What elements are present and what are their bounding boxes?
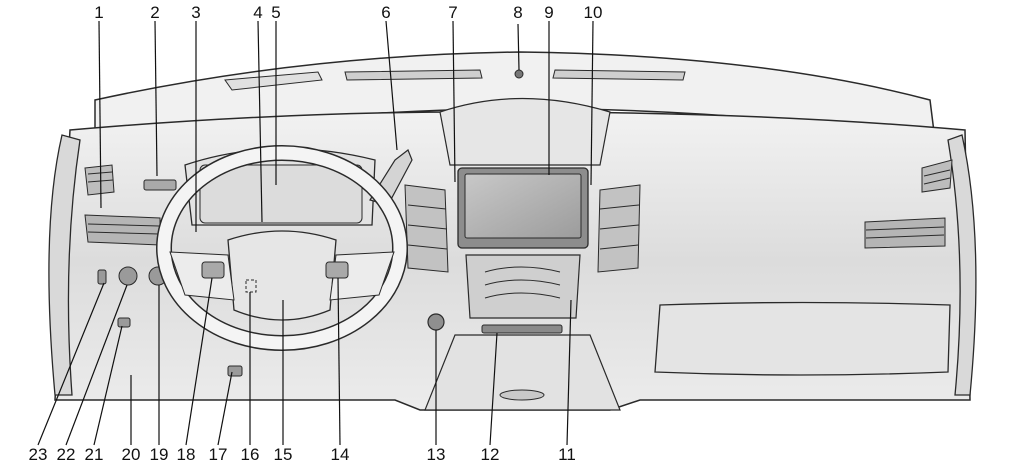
center-right-vent xyxy=(597,184,641,273)
callout-11: 11 xyxy=(558,445,576,464)
callout-leader-lines xyxy=(37,20,594,446)
callout-16: 16 xyxy=(241,445,260,464)
callout-15: 15 xyxy=(274,445,293,464)
driver-airbag-marker xyxy=(245,279,257,293)
climate-control-panel xyxy=(465,254,581,319)
left-dash-end xyxy=(48,134,81,396)
callout-13: 13 xyxy=(427,445,446,464)
callout-1: 1 xyxy=(94,3,103,22)
callout-23: 23 xyxy=(29,445,48,464)
right-center-vent xyxy=(864,217,946,249)
left-outer-vent xyxy=(84,164,115,196)
callout-3: 3 xyxy=(191,3,200,22)
headlamp-switch-panel xyxy=(143,179,177,191)
defrost-vents xyxy=(224,69,686,91)
callout-14: 14 xyxy=(331,445,350,464)
right-steering-controls xyxy=(325,261,349,279)
glove-box xyxy=(654,301,951,376)
callout-21: 21 xyxy=(85,445,104,464)
callout-5: 5 xyxy=(271,3,280,22)
callout-19: 19 xyxy=(150,445,169,464)
sunload-sensor xyxy=(514,69,524,79)
callout-4: 4 xyxy=(253,3,262,22)
callout-2: 2 xyxy=(150,3,159,22)
right-dash-end xyxy=(947,134,977,396)
climate-panel-sliders xyxy=(484,266,561,299)
callout-18: 18 xyxy=(177,445,196,464)
steering-wheel xyxy=(156,145,408,351)
engine-start-button xyxy=(427,313,445,331)
callout-17: 17 xyxy=(209,445,228,464)
callout-22: 22 xyxy=(57,445,76,464)
callout-12: 12 xyxy=(481,445,500,464)
console-cupholder xyxy=(499,389,545,401)
callout-8: 8 xyxy=(513,3,522,22)
hood-release xyxy=(227,365,243,377)
callout-10: 10 xyxy=(584,3,603,22)
center-left-vent xyxy=(404,184,449,273)
callout-20: 20 xyxy=(122,445,141,464)
callout-7: 7 xyxy=(448,3,457,22)
left-center-vent xyxy=(84,214,161,246)
right-outer-vent xyxy=(921,159,953,193)
center-console xyxy=(424,334,621,411)
left-steering-controls xyxy=(201,261,225,279)
touchscreen-display xyxy=(464,173,582,239)
center-hood xyxy=(439,97,611,166)
instrument-cluster xyxy=(199,164,363,224)
callout-9: 9 xyxy=(544,3,553,22)
storage-tray xyxy=(481,324,563,334)
callout-6: 6 xyxy=(381,3,390,22)
